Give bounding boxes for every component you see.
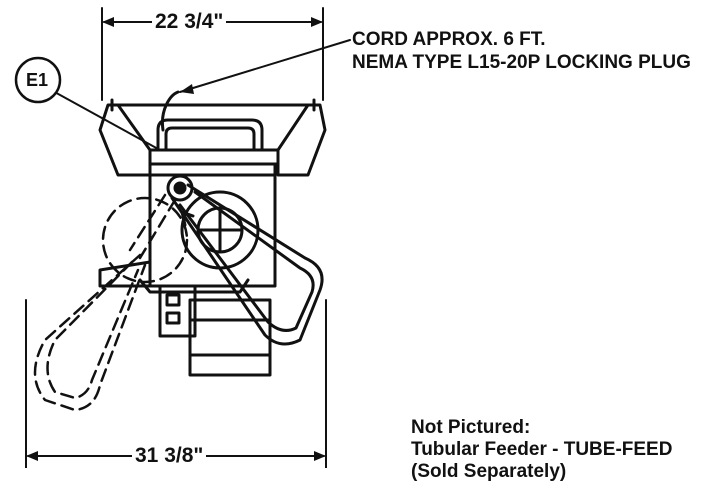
e1-tag-circle xyxy=(14,56,62,104)
not-pictured-heading: Not Pictured: xyxy=(411,417,531,438)
cord-label-line2: NEMA TYPE L15-20P LOCKING PLUG xyxy=(352,52,691,73)
alternate-position xyxy=(33,193,189,412)
not-pictured-item-2: (Sold Separately) xyxy=(411,461,567,482)
top-dimension-label: 22 3/4" xyxy=(152,11,227,32)
cord-leader xyxy=(160,39,351,132)
equipment-line-drawing xyxy=(14,7,351,468)
frame xyxy=(98,98,327,288)
hanger-bail xyxy=(138,174,324,346)
bottom-dimension-label: 31 3/8" xyxy=(132,445,207,466)
e1-tag-label: E1 xyxy=(26,70,49,90)
not-pictured-item: Tubular Feeder - TUBE-FEED xyxy=(411,439,673,460)
gearbox xyxy=(158,284,272,377)
cord-label-line1: CORD APPROX. 6 FT. xyxy=(352,29,546,50)
